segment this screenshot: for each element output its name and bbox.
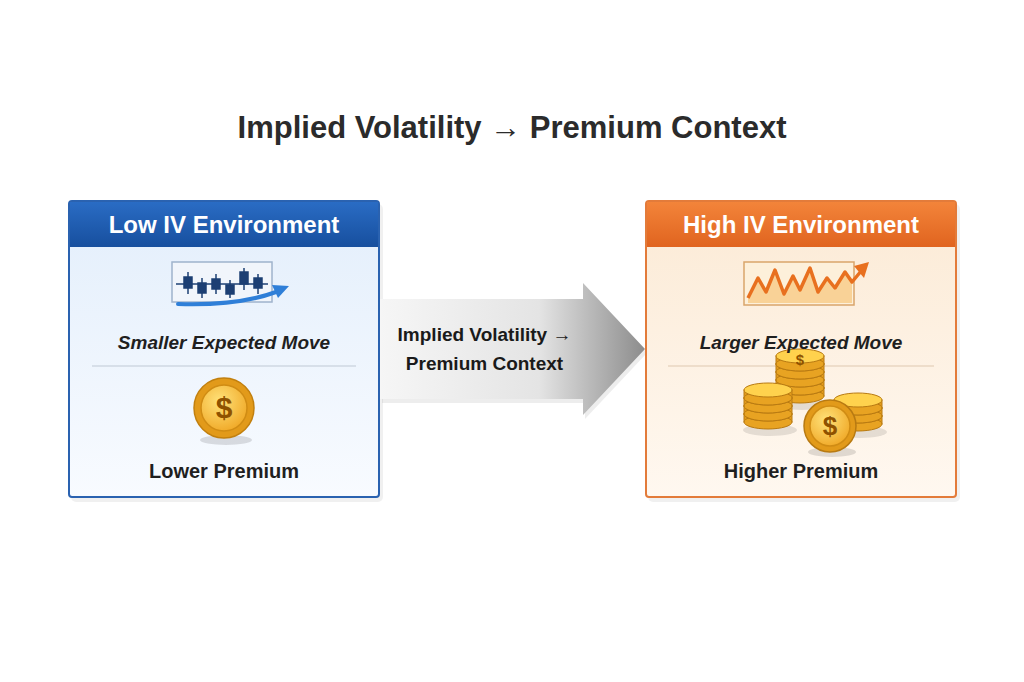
volatility-chart-icon-part (748, 268, 862, 298)
candlestick-icon-part-part (212, 279, 220, 289)
coin-stack-icon-part (810, 406, 850, 446)
premium-text: Lower Premium (70, 457, 378, 485)
candlestick-icon-part (178, 292, 276, 304)
box-body-fill-part (646, 244, 956, 497)
connector-group (380, 283, 647, 419)
currency-symbol: $ (780, 351, 820, 370)
candlestick-icon-part-part (254, 278, 262, 288)
environment-box: Low IV EnvironmentSmaller Expected MoveL… (68, 200, 380, 498)
volatility-chart-icon-part (854, 262, 869, 278)
premium-text: Higher Premium (647, 457, 955, 485)
arrow-label-text: Implied Volatility → Premium Context (396, 320, 574, 378)
flow-arrow (380, 283, 645, 415)
coin-icon-part (201, 385, 247, 431)
box-heading: High IV Environment (647, 202, 955, 247)
candlestick-icon-part-part (240, 272, 248, 284)
candlestick-icon-part-part (184, 277, 192, 288)
box-heading: Low IV Environment (70, 202, 378, 247)
candlestick-icon-part (184, 268, 262, 298)
candlestick-icon-part (272, 285, 289, 298)
divider-line-part (92, 365, 356, 367)
expected-move-text: Smaller Expected Move (70, 329, 378, 357)
coin-icon-part (194, 378, 254, 438)
currency-symbol: $ (810, 410, 850, 442)
candlestick-icon-part-part (226, 285, 234, 294)
coin-stack-icon-part (744, 383, 792, 397)
diagram-title: Implied Volatility → Premium Context (0, 108, 1024, 148)
candlestick-icon-part-part (198, 283, 206, 293)
currency-symbol: $ (204, 389, 244, 426)
volatility-chart-icon (744, 262, 869, 305)
coin-icon (194, 378, 254, 445)
environment-box: High IV EnvironmentLarger Expected MoveH… (645, 200, 957, 498)
arrow-label: Implied Volatility → Premium Context (392, 299, 577, 399)
box-body-fill (69, 244, 956, 497)
coin-stack-icon (743, 349, 887, 457)
candlestick-icon (172, 262, 289, 304)
coin-stack-icon-part (804, 400, 856, 452)
box-body-fill-part (69, 244, 379, 497)
